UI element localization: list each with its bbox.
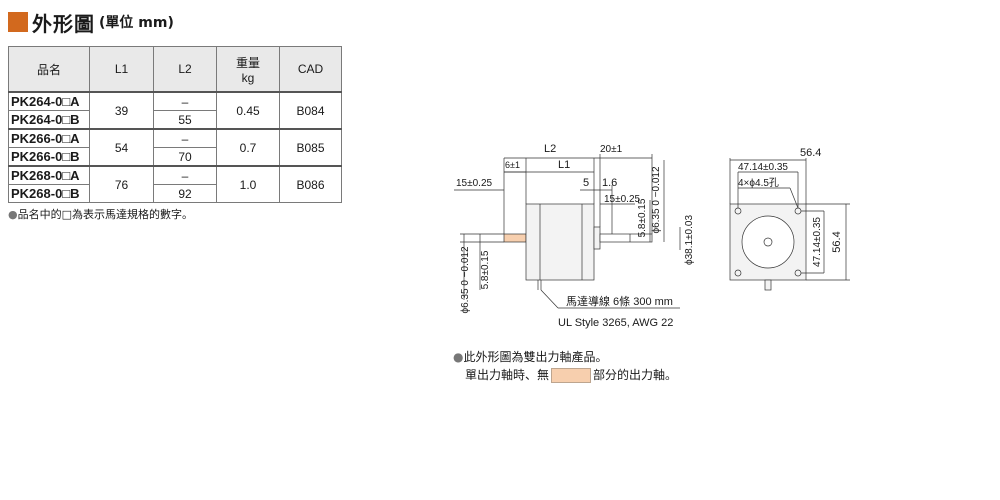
cad-cell[interactable]: B086 xyxy=(279,165,342,203)
bullet-icon: ● xyxy=(453,350,464,364)
cad-cell[interactable]: B084 xyxy=(279,91,342,130)
shaft-note-text2b: 部分的出力軸。 xyxy=(593,368,678,382)
table-header-row: 品名 L1 L2 重量 kg CAD xyxy=(8,46,342,93)
dim-5-8-right: 5.8±0.15 xyxy=(637,198,648,237)
dim-holes: 4×ϕ4.5孔 xyxy=(738,177,779,189)
shaft-note-text1: 此外形圖為雙出力軸產品。 xyxy=(463,350,608,364)
model-cell: PK268-0□B xyxy=(8,184,90,203)
mount-hole xyxy=(734,269,742,277)
l1-cell: 39 xyxy=(89,91,154,130)
l1-cell: 54 xyxy=(89,128,154,167)
dim-5: 5 xyxy=(583,177,589,189)
header-l2: L2 xyxy=(153,46,217,93)
weight-cell: 0.45 xyxy=(216,91,280,130)
model-cell: PK264-0□A xyxy=(8,91,90,111)
header-weight: 重量 kg xyxy=(216,46,280,93)
model-cell: PK266-0□B xyxy=(8,147,90,167)
l2-cell: 55 xyxy=(153,110,217,130)
weight-cell: 1.0 xyxy=(216,165,280,203)
table-row: PK266-0□A 54 – 0.7 B085 xyxy=(8,128,342,167)
l2-cell: – xyxy=(153,165,217,185)
dim-20: 20±1 xyxy=(600,144,623,155)
section-heading: 外形圖 (單位 mm) xyxy=(8,10,174,36)
model-cell: PK268-0□A xyxy=(8,165,90,185)
cad-cell[interactable]: B085 xyxy=(279,128,342,167)
dim-phi-38-1: ϕ38.1±0.03 xyxy=(684,215,695,265)
header-l1: L1 xyxy=(89,46,154,93)
motor-dimension-drawing: L2 20±1 L1 6±1 15±0.25 5 1.6 15±0.25 56.… xyxy=(454,143,850,329)
heading-unit: (單位 mm) xyxy=(99,15,174,31)
l1-cell: 76 xyxy=(89,165,154,203)
shaft-note-text2a: 單出力軸時、無 xyxy=(465,368,550,382)
model-note: ●品名中的□為表示馬達規格的數字。 xyxy=(8,206,193,222)
l2-cell: – xyxy=(153,91,217,111)
dim-15-left: 15±0.25 xyxy=(456,178,493,189)
dim-5-8-left: 5.8±0.15 xyxy=(480,250,491,289)
shaft-note-line2: 單出力軸時、無 部分的出力軸。 xyxy=(453,366,677,384)
front-shaft xyxy=(599,233,653,243)
heading-marker xyxy=(8,12,28,32)
dim-l1: L1 xyxy=(558,159,570,171)
dim-56-4-top: 56.4 xyxy=(800,147,821,159)
dim-47-14-side: 47.14±0.35 xyxy=(812,217,823,267)
header-weight-line1: 重量 xyxy=(235,55,260,70)
header-weight-line2: kg xyxy=(241,70,255,85)
l2-cell: 70 xyxy=(153,147,217,167)
dim-phi-6-35-left: ϕ6.35 0 −0.012 xyxy=(460,246,471,313)
table-row: PK264-0□A 39 – 0.45 B084 xyxy=(8,91,342,130)
lead-spec-label: UL Style 3265, AWG 22 xyxy=(558,317,673,329)
dim-15-right: 15±0.25 xyxy=(604,194,641,205)
model-note-text: 品名中的□為表示馬達規格的數字。 xyxy=(17,208,194,221)
dim-phi-6-35-right: ϕ6.35 0 −0.012 xyxy=(651,166,662,233)
dim-l2: L2 xyxy=(544,143,556,155)
shaft-note-line1: ●此外形圖為雙出力軸產品。 xyxy=(453,348,677,366)
lead-wire-label: 馬達導線 6條 300 mm xyxy=(566,294,673,308)
bullet-icon: ● xyxy=(8,208,18,221)
dim-6: 6±1 xyxy=(505,160,520,170)
header-cad: CAD xyxy=(279,46,342,93)
dim-1-6: 1.6 xyxy=(602,177,617,189)
heading-title: 外形圖 xyxy=(32,11,95,36)
l2-cell: 92 xyxy=(153,184,217,203)
table-row: PK268-0□B 92 xyxy=(8,184,342,203)
dim-56-4-side: 56.4 xyxy=(831,231,843,252)
model-cell: PK266-0□A xyxy=(8,128,90,148)
rear-shaft xyxy=(503,233,527,243)
spec-table: 品名 L1 L2 重量 kg CAD PK264-0□A 39 – 0.45 B… xyxy=(8,46,342,203)
shaft-note: ●此外形圖為雙出力軸產品。 單出力軸時、無 部分的出力軸。 xyxy=(453,348,677,384)
table-row: PK268-0□A 76 – 1.0 B086 xyxy=(8,165,342,203)
model-cell: PK264-0□B xyxy=(8,110,90,130)
dim-47-14-top: 47.14±0.35 xyxy=(738,162,788,173)
l2-cell: – xyxy=(153,128,217,148)
motor-body-side xyxy=(525,203,595,281)
weight-cell: 0.7 xyxy=(216,128,280,167)
header-model: 品名 xyxy=(8,46,90,93)
shaded-shaft-swatch xyxy=(551,368,592,383)
